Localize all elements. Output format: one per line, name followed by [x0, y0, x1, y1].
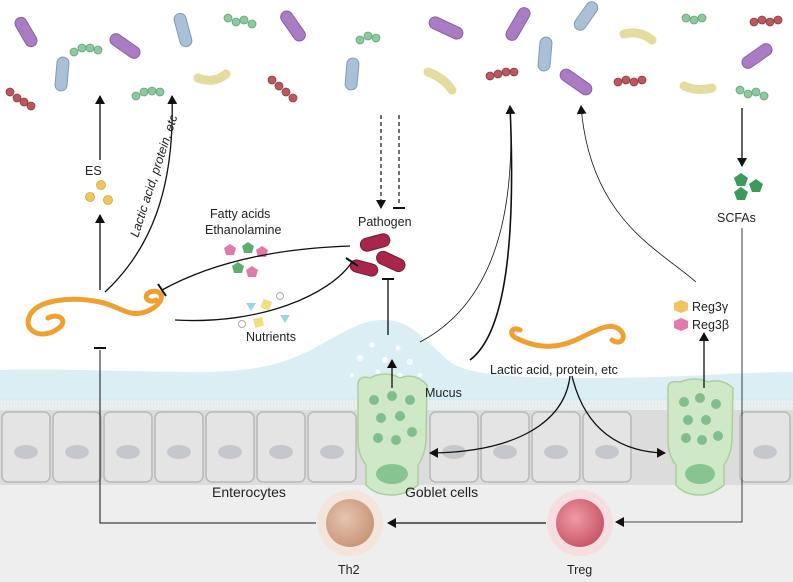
th2-cell [317, 490, 383, 556]
helminth-worm-center [513, 323, 626, 349]
label-treg: Treg [567, 563, 592, 577]
label-scfas: SCFAs [717, 211, 756, 225]
label-ethanolamine: Ethanolamine [205, 223, 281, 237]
label-lactic-center: Lactic acid, protein, etc [490, 363, 618, 377]
label-nutrients: Nutrients [246, 330, 296, 344]
label-pathogen: Pathogen [358, 215, 412, 229]
label-goblet-cells: Goblet cells [405, 484, 478, 500]
reg3b-icon [674, 318, 688, 331]
pathogen-cluster [349, 233, 406, 277]
scfa-pentagons [734, 173, 763, 200]
fatty-acid-shapes [224, 242, 268, 277]
label-es: ES [85, 164, 102, 178]
microbiota [5, 1, 783, 111]
helminth-worm [25, 288, 164, 337]
label-mucus: Mucus [425, 386, 462, 400]
label-reg3b: Reg3β [692, 318, 729, 332]
reg3g-icon [674, 300, 688, 313]
label-enterocytes: Enterocytes [212, 484, 286, 500]
nutrient-shapes [238, 292, 290, 328]
lamina-propria [0, 480, 793, 582]
goblet-cell-2 [667, 378, 734, 496]
label-th2: Th2 [338, 563, 360, 577]
label-reg3g: Reg3γ [692, 300, 729, 314]
es-granules [85, 180, 113, 205]
treg-cell [547, 490, 613, 556]
label-fatty-acids: Fatty acids [210, 207, 270, 221]
goblet-cell-1 [357, 373, 428, 496]
